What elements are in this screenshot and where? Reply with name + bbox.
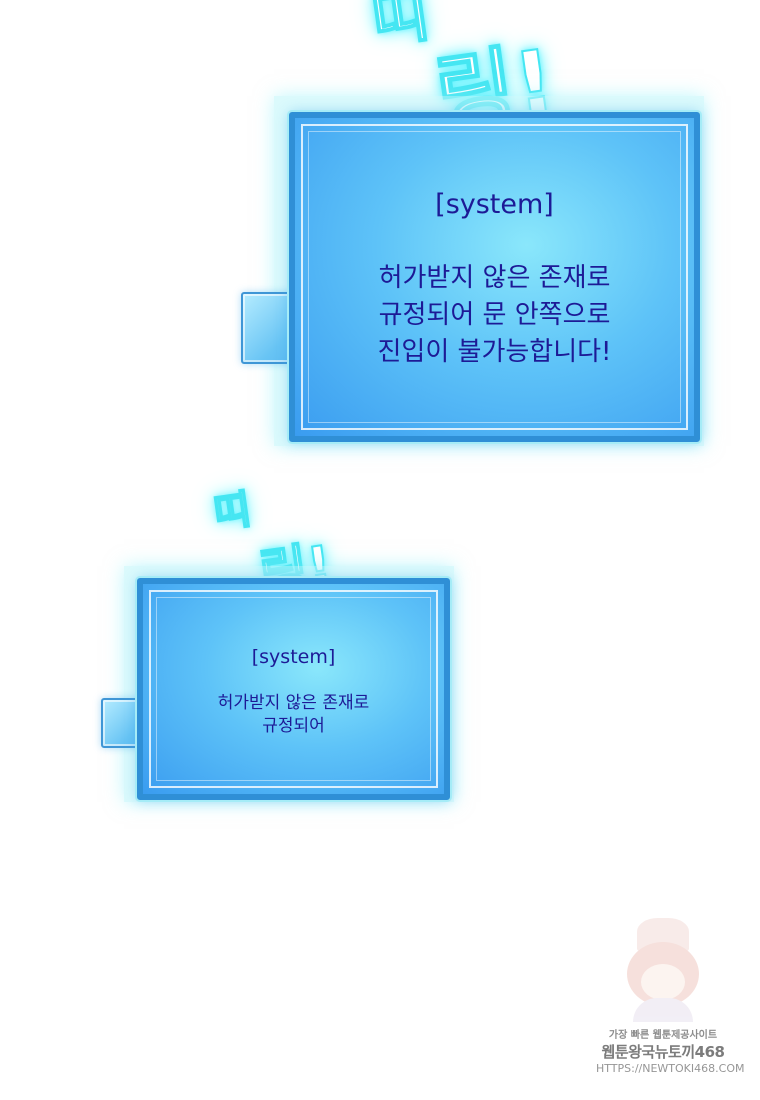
system-message-line: 규정되어: [262, 716, 325, 736]
system-message-content: [system] 허가받지 않은 존재로 규정되어 문 안쪽으로 진입이 불가능…: [295, 188, 694, 371]
system-message-line: 진입이 불가능합니다!: [377, 337, 612, 367]
mascot-body: [633, 998, 693, 1022]
system-message-content: [system] 허가받지 않은 존재로 규정되어: [143, 644, 444, 738]
system-message-line: 규정되어 문 안쪽으로: [378, 300, 611, 330]
system-message-window: [system] 허가받지 않은 존재로 규정되어: [137, 578, 450, 800]
system-title: [system]: [251, 646, 336, 668]
sound-effect-ddi: 띠: [210, 486, 255, 539]
site-watermark: 가장 빠른 웹툰제공사이트 웹툰왕국뉴토끼468 HTTPS://NEWTOKI…: [596, 918, 745, 1088]
window-inner-frame: [149, 590, 438, 788]
mascot-face: [641, 964, 685, 1000]
window-inner-frame-thin: [156, 597, 431, 781]
system-message-line: 허가받지 않은 존재로: [217, 693, 370, 713]
window-inner-frame: [301, 124, 688, 430]
mascot-illustration: [615, 918, 711, 1022]
watermark-site-name: 웹툰왕국뉴토끼468: [601, 1043, 725, 1061]
watermark-url: HTTPS://NEWTOKI468.COM: [596, 1062, 745, 1075]
system-message-line: 허가받지 않은 존재로: [378, 263, 611, 293]
sound-effect-ddi: 띠: [366, 0, 435, 58]
system-message-window: [system] 허가받지 않은 존재로 규정되어 문 안쪽으로 진입이 불가능…: [289, 112, 700, 442]
window-inner-frame-thin: [308, 131, 681, 423]
watermark-tagline: 가장 빠른 웹툰제공사이트: [608, 1030, 718, 1041]
system-title: [system]: [435, 189, 554, 220]
